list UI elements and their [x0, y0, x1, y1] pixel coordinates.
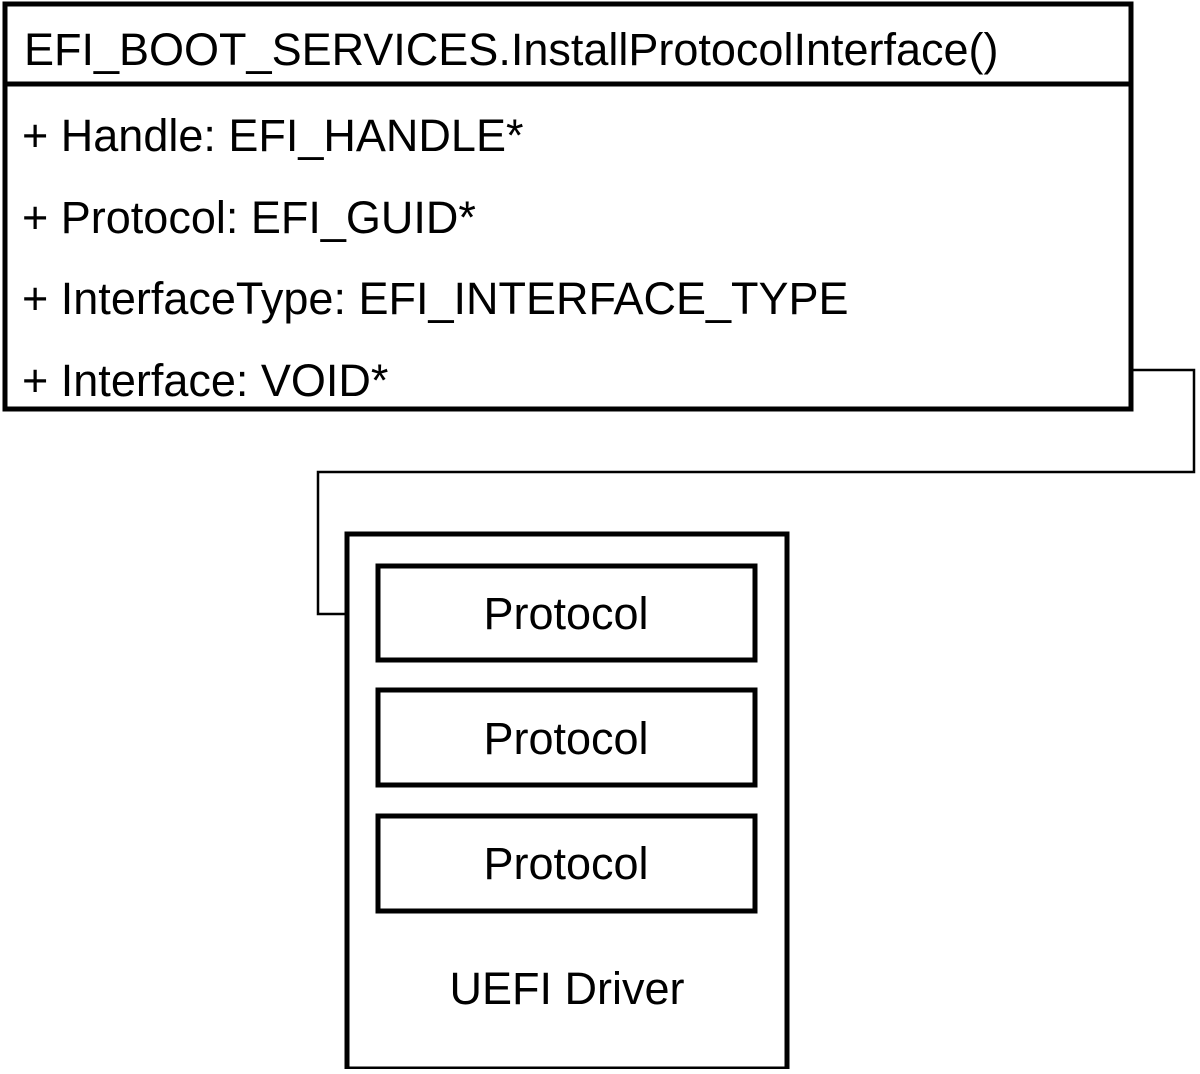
param-protocol: + Protocol: EFI_GUID*: [22, 192, 476, 243]
uefi-driver-box: Protocol Protocol Protocol UEFI Driver: [344, 531, 790, 1072]
param-interface: + Interface: VOID*: [22, 355, 388, 406]
protocol-label-1: Protocol: [483, 588, 648, 639]
protocol-label-3: Protocol: [483, 838, 648, 889]
interface-to-protocol-connector: [316, 368, 1196, 621]
protocol-box-1: Protocol: [375, 563, 758, 663]
protocol-box-2-frame: [375, 687, 758, 788]
protocol-label-2: Protocol: [483, 713, 648, 764]
function-class-box: EFI_BOOT_SERVICES.InstallProtocolInterfa…: [2, 1, 1134, 412]
protocol-box-1-frame: [375, 563, 758, 663]
protocol-box-3-frame: [375, 813, 758, 914]
param-handle: + Handle: EFI_HANDLE*: [22, 110, 523, 161]
function-class-frame: [2, 1, 1134, 412]
protocol-box-3: Protocol: [375, 813, 758, 914]
param-interface-type: + InterfaceType: EFI_INTERFACE_TYPE: [22, 273, 849, 324]
function-title: EFI_BOOT_SERVICES.InstallProtocolInterfa…: [24, 24, 999, 75]
uefi-driver-label: UEFI Driver: [450, 963, 685, 1014]
protocol-box-2: Protocol: [375, 687, 758, 788]
